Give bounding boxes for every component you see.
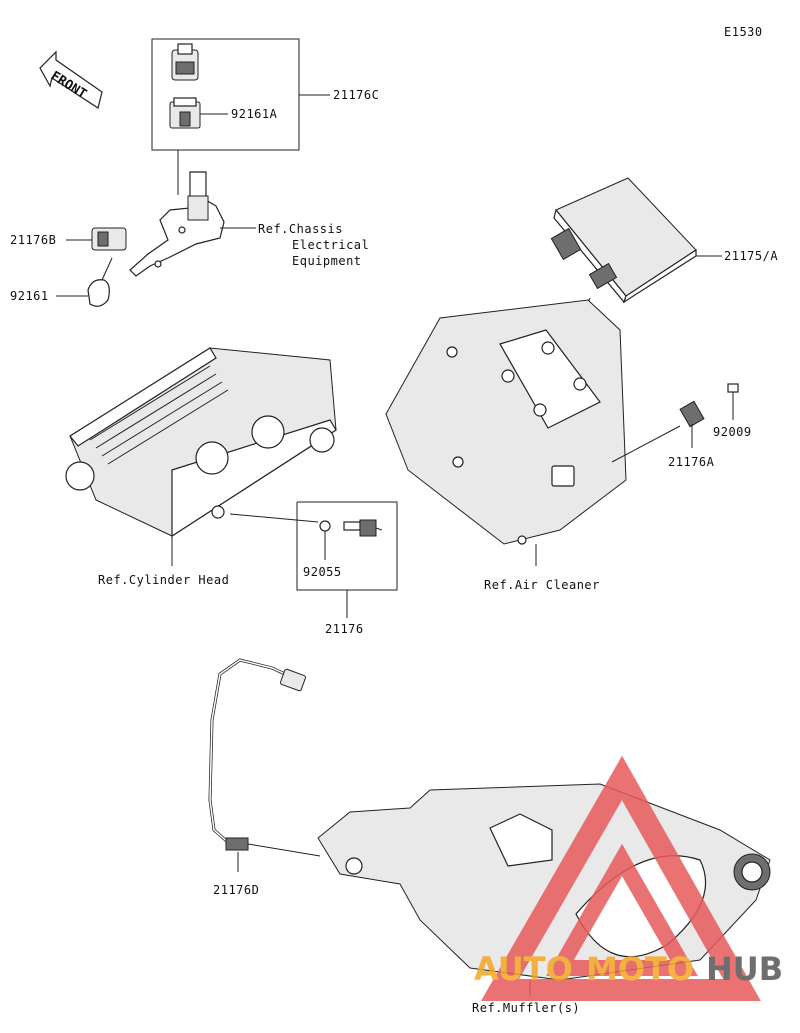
watermark-text-auto: AUTO <box>474 950 573 988</box>
label-92055: 92055 <box>303 565 342 579</box>
label-21175A: 21175/A <box>724 249 778 263</box>
label-ref-muffler: Ref.Muffler(s) <box>472 1001 580 1015</box>
sensor-21176B: 21176B <box>10 227 127 251</box>
temp-sensor-group-21176: 92055 21176 <box>296 501 398 636</box>
label-92161: 92161 <box>10 289 49 303</box>
label-92009: 92009 <box>713 425 752 439</box>
oxygen-sensor-21176D: 21176D <box>208 658 321 897</box>
automotohub-watermark-logo: AUTO MOTO HUB <box>474 755 783 1001</box>
watermark-text-moto: MOTO <box>586 950 694 988</box>
watermark-text-hub: HUB <box>706 950 783 988</box>
front-arrow-icon: FRONT <box>39 50 103 109</box>
sensor-21176A: 21176A <box>611 400 715 469</box>
relay-group-21176C: 21176C 92161A <box>151 38 379 151</box>
label-21176C: 21176C <box>333 88 379 102</box>
label-21176: 21176 <box>325 622 364 636</box>
rubber-damper-92161: 92161 <box>10 257 113 307</box>
ecu-21175A: 21175/A <box>550 177 778 371</box>
label-21176A: 21176A <box>668 455 715 469</box>
bolt-92009: 92009 <box>713 383 752 439</box>
label-92161A: 92161A <box>231 107 278 121</box>
label-21176D: 21176D <box>213 883 259 897</box>
relay-upper-icon <box>171 43 199 81</box>
cylinder-head: Ref.Cylinder Head <box>65 347 337 587</box>
label-ref-chassis-3: Equipment <box>292 254 362 268</box>
relay-lower-icon <box>169 97 201 129</box>
label-ref-cylinder-head: Ref.Cylinder Head <box>98 573 229 587</box>
chassis-bracket: Ref.Chassis Electrical Equipment <box>129 150 369 277</box>
label-21176B: 21176B <box>10 233 56 247</box>
figure-code: E1530 <box>724 25 763 39</box>
label-ref-chassis-2: Electrical <box>292 238 369 252</box>
label-ref-chassis-1: Ref.Chassis <box>258 222 343 236</box>
temp-sensor-icon <box>343 519 383 537</box>
cam-cover-fins <box>89 365 229 465</box>
air-cleaner: Ref.Air Cleaner <box>385 299 627 592</box>
label-ref-air-cleaner: Ref.Air Cleaner <box>484 578 600 592</box>
